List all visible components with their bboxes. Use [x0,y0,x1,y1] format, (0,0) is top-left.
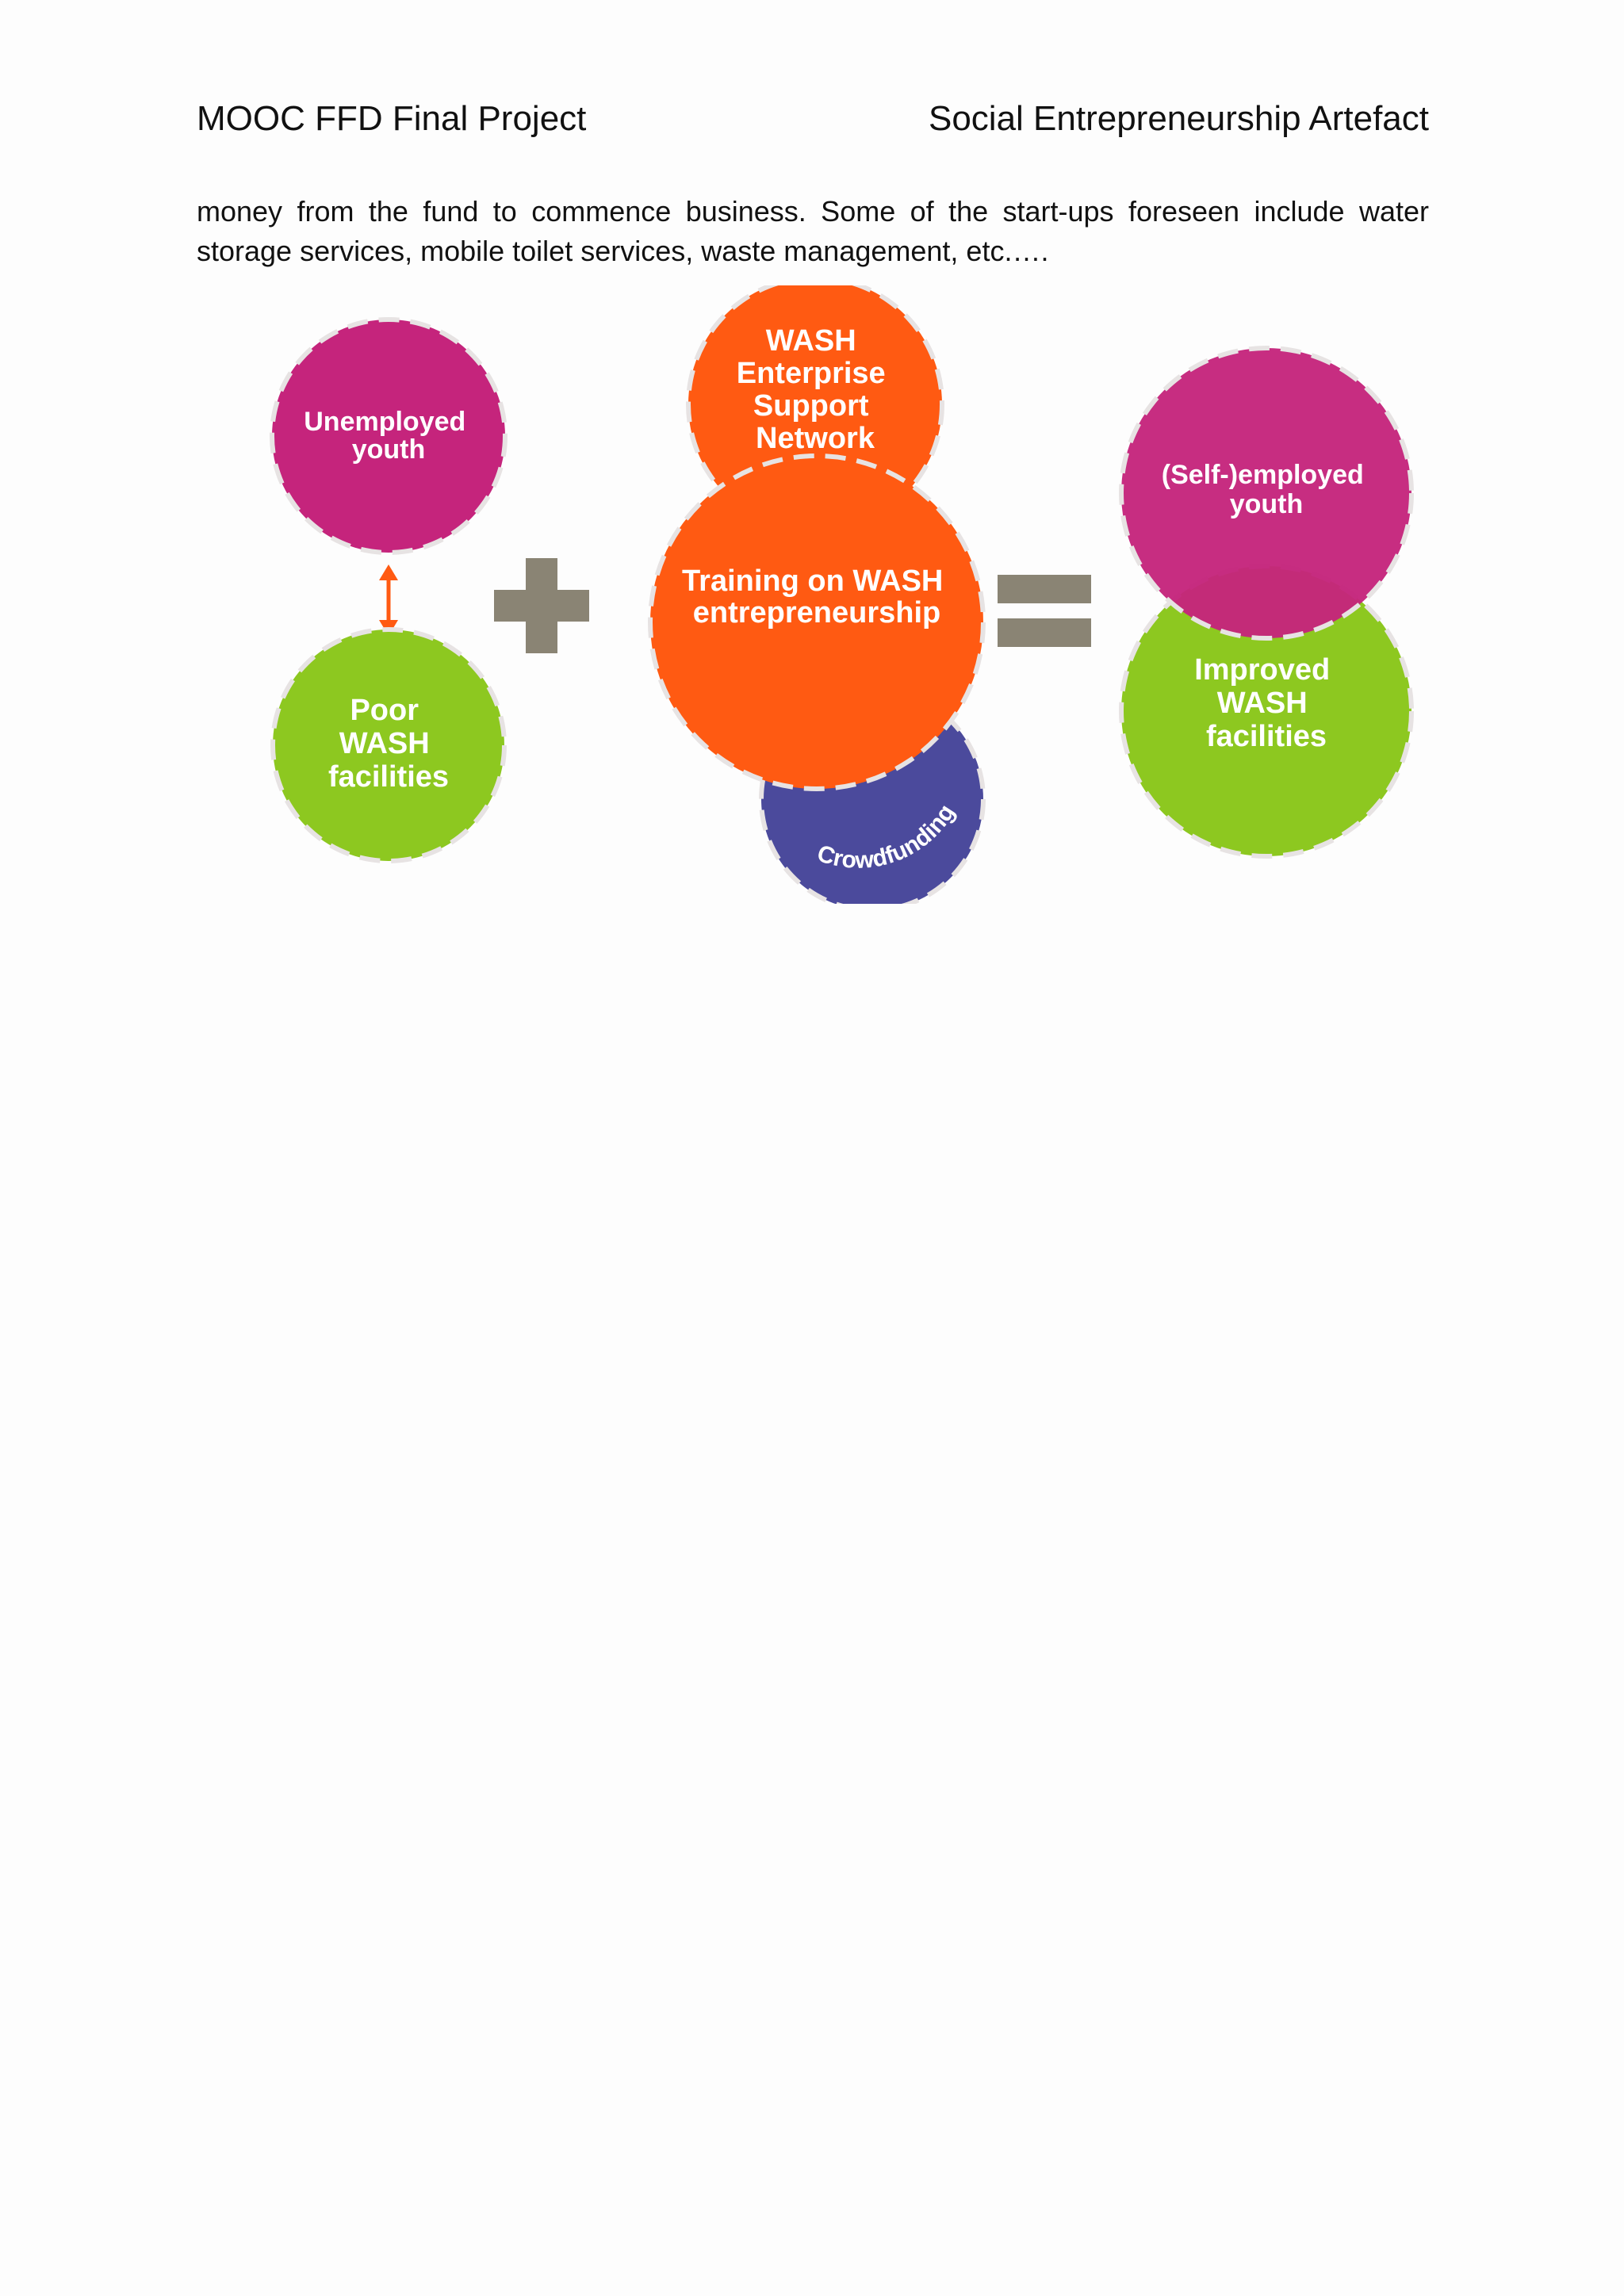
training-label: Training on WASH entrepreneurship [682,564,952,629]
improved-wash-label: Improved WASH facilities [1194,653,1339,753]
training-circle [648,453,986,791]
wash-diagram: Unemployed youth Poor WASH facilities Cr… [238,285,1475,904]
poor-wash-label: Poor WASH facilities [328,694,449,794]
self-employed-label: (Self-)employed youth [1162,460,1372,519]
unemployed-youth-label: Unemployed youth [304,407,473,465]
unemployed-youth-circle [270,317,508,555]
page-header: MOOC FFD Final Project Social Entreprene… [197,97,1429,141]
poor-wash-circle [270,627,507,863]
double-arrow-icon [379,564,398,636]
wash-network-label: WASH Enterprise Support Network [737,324,894,455]
equals-icon [998,575,1091,647]
header-right: Social Entrepreneurship Artefact [928,99,1429,138]
self-employed-circle [1119,346,1414,641]
diagram-svg: Unemployed youth Poor WASH facilities Cr… [270,285,1414,904]
plus-icon [494,558,589,653]
header-left: MOOC FFD Final Project [197,99,587,138]
body-paragraph: money from the fund to commence business… [197,195,1429,267]
